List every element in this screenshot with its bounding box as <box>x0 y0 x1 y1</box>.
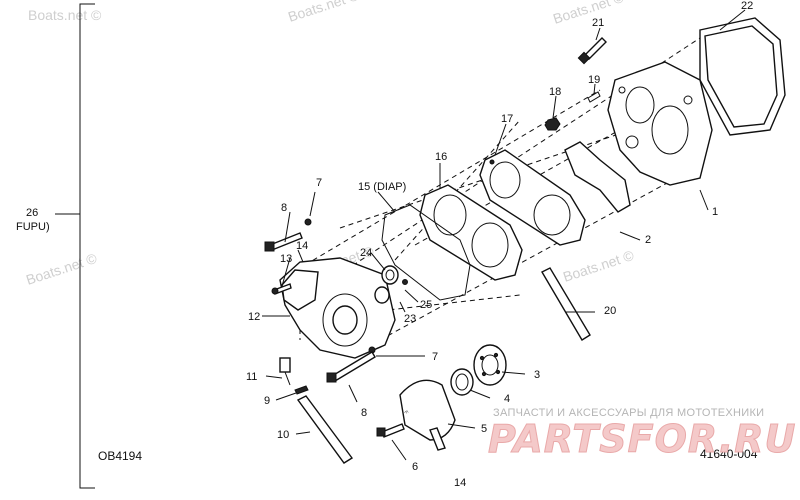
callout-10: 10 <box>277 429 289 441</box>
diaphragm-gasket <box>419 184 523 281</box>
filter-cup-mark: F <box>402 410 409 416</box>
filter-cup: F <box>399 379 456 451</box>
assembly-number: 26 <box>26 207 38 219</box>
diaphragm <box>381 204 471 301</box>
callout-12: 12 <box>248 311 260 323</box>
long-bolt-upper <box>264 232 303 252</box>
callout-6: 6 <box>412 461 418 473</box>
callout-4: 4 <box>504 393 510 405</box>
callout-16: 16 <box>435 151 447 163</box>
diagram-code: OB4194 <box>98 449 142 463</box>
callout-2: 2 <box>645 234 651 246</box>
fuel-hose-right <box>541 267 591 341</box>
small-screw <box>271 283 292 295</box>
callout-13: 13 <box>280 253 292 265</box>
filter-screw <box>376 423 405 438</box>
callout-7-upper: 7 <box>316 177 322 189</box>
watermark-boats-net: Boats.net © <box>286 0 361 25</box>
assembly-name: FUPU) <box>16 221 50 233</box>
callout-22: 22 <box>741 0 753 12</box>
callout-19: 19 <box>588 74 600 86</box>
pump-body-plate <box>479 149 586 246</box>
callout-8-upper: 8 <box>281 202 287 214</box>
strainer-disc <box>473 344 507 386</box>
cover-gasket <box>699 17 786 136</box>
washer-upper <box>304 218 312 226</box>
cover-bolt <box>577 37 607 65</box>
promo-tagline: ЗАПЧАСТИ И АКСЕССУАРЫ ДЛЯ МОТОТЕХНИКИ <box>493 407 764 419</box>
callout-9: 9 <box>264 395 270 407</box>
callout-24: 24 <box>360 247 372 259</box>
pump-body <box>279 257 396 359</box>
callout-17: 17 <box>501 113 513 125</box>
watermark-boats-net: Boats.net © <box>24 250 99 288</box>
assembly-bracket <box>79 3 95 489</box>
callout-5: 5 <box>481 423 487 435</box>
cover-nut <box>544 117 561 131</box>
callout-3: 3 <box>534 369 540 381</box>
callout-7-lower: 7 <box>432 351 438 363</box>
cover-pin <box>587 91 601 103</box>
fuel-hose-left <box>296 395 354 464</box>
plate-gasket <box>564 141 631 213</box>
watermark-boats-net: Boats.net © <box>28 7 102 23</box>
callout-15: 15 (DIAP) <box>358 181 406 193</box>
check-valve-assembly <box>374 265 408 304</box>
callout-1: 1 <box>712 206 718 218</box>
callout-21: 21 <box>592 17 604 29</box>
callout-8-lower: 8 <box>361 407 367 419</box>
watermark-boats-net: Boats.net © <box>551 0 626 27</box>
callout-14-lower: 14 <box>454 477 466 489</box>
brand-watermark: PARTSFOR.RU <box>488 417 796 461</box>
long-bolt-lower <box>326 351 376 383</box>
part-reference-code: 41640-004 <box>700 447 758 461</box>
watermark-boats-net: Boats.net © <box>561 247 636 285</box>
hose-clip <box>294 385 309 395</box>
callout-20: 20 <box>604 305 616 317</box>
hose-fitting <box>279 357 291 386</box>
pump-cover <box>607 61 713 186</box>
callout-23: 23 <box>404 313 416 325</box>
callout-11: 11 <box>246 371 257 383</box>
o-ring <box>450 368 474 396</box>
callout-labels: 22 21 19 18 17 16 1 2 15 (DIAP) 7 8 14 1… <box>246 0 753 489</box>
leader-lines <box>262 9 746 461</box>
callout-25: 25 <box>420 299 432 311</box>
callout-18: 18 <box>549 86 561 98</box>
callout-14-upper: 14 <box>296 240 308 252</box>
